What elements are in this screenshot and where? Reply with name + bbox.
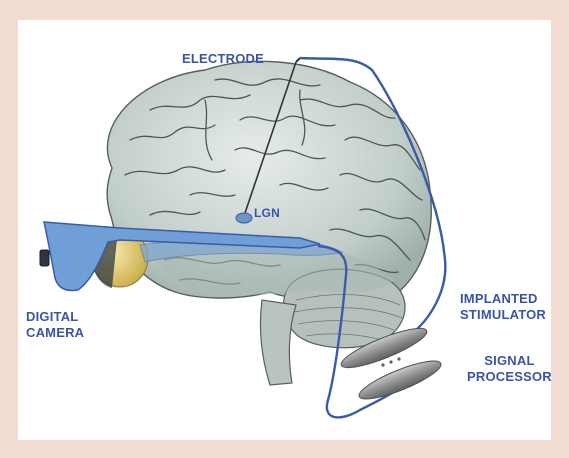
brain-stem bbox=[259, 299, 297, 386]
digital-camera-label: DIGITAL CAMERA bbox=[26, 309, 84, 341]
signal-processor bbox=[358, 360, 442, 400]
lgn-nucleus bbox=[235, 212, 253, 224]
lgn-label: LGN bbox=[254, 206, 280, 220]
cerebellum-folds bbox=[293, 294, 403, 341]
signal-processor-label-line2: PROCESSOR bbox=[467, 369, 552, 384]
digital-camera-label-line2: CAMERA bbox=[26, 325, 85, 340]
stimulator-cable bbox=[299, 56, 447, 336]
implanted-stimulator bbox=[340, 327, 428, 369]
electrode-label: ELECTRODE bbox=[182, 51, 264, 66]
implanted-stimulator-label-line2: STIMULATOR bbox=[460, 307, 547, 322]
implanted-stimulator-label-line1: IMPLANTED bbox=[460, 291, 538, 306]
brain bbox=[106, 60, 432, 386]
electrode-connector bbox=[295, 57, 301, 63]
implanted-stimulator-label: IMPLANTED STIMULATOR bbox=[460, 291, 546, 323]
electrode-wire bbox=[243, 61, 297, 217]
glasses-frame bbox=[43, 221, 321, 292]
camera-glasses bbox=[39, 221, 321, 292]
processor-cable bbox=[317, 244, 419, 419]
device-link-dots bbox=[381, 357, 401, 367]
signal-processor-label-line1: SIGNAL bbox=[484, 353, 535, 368]
digital-camera-label-line1: DIGITAL bbox=[26, 309, 79, 324]
signal-processor-label: SIGNAL PROCESSOR bbox=[467, 353, 552, 385]
camera-icon bbox=[39, 249, 50, 267]
